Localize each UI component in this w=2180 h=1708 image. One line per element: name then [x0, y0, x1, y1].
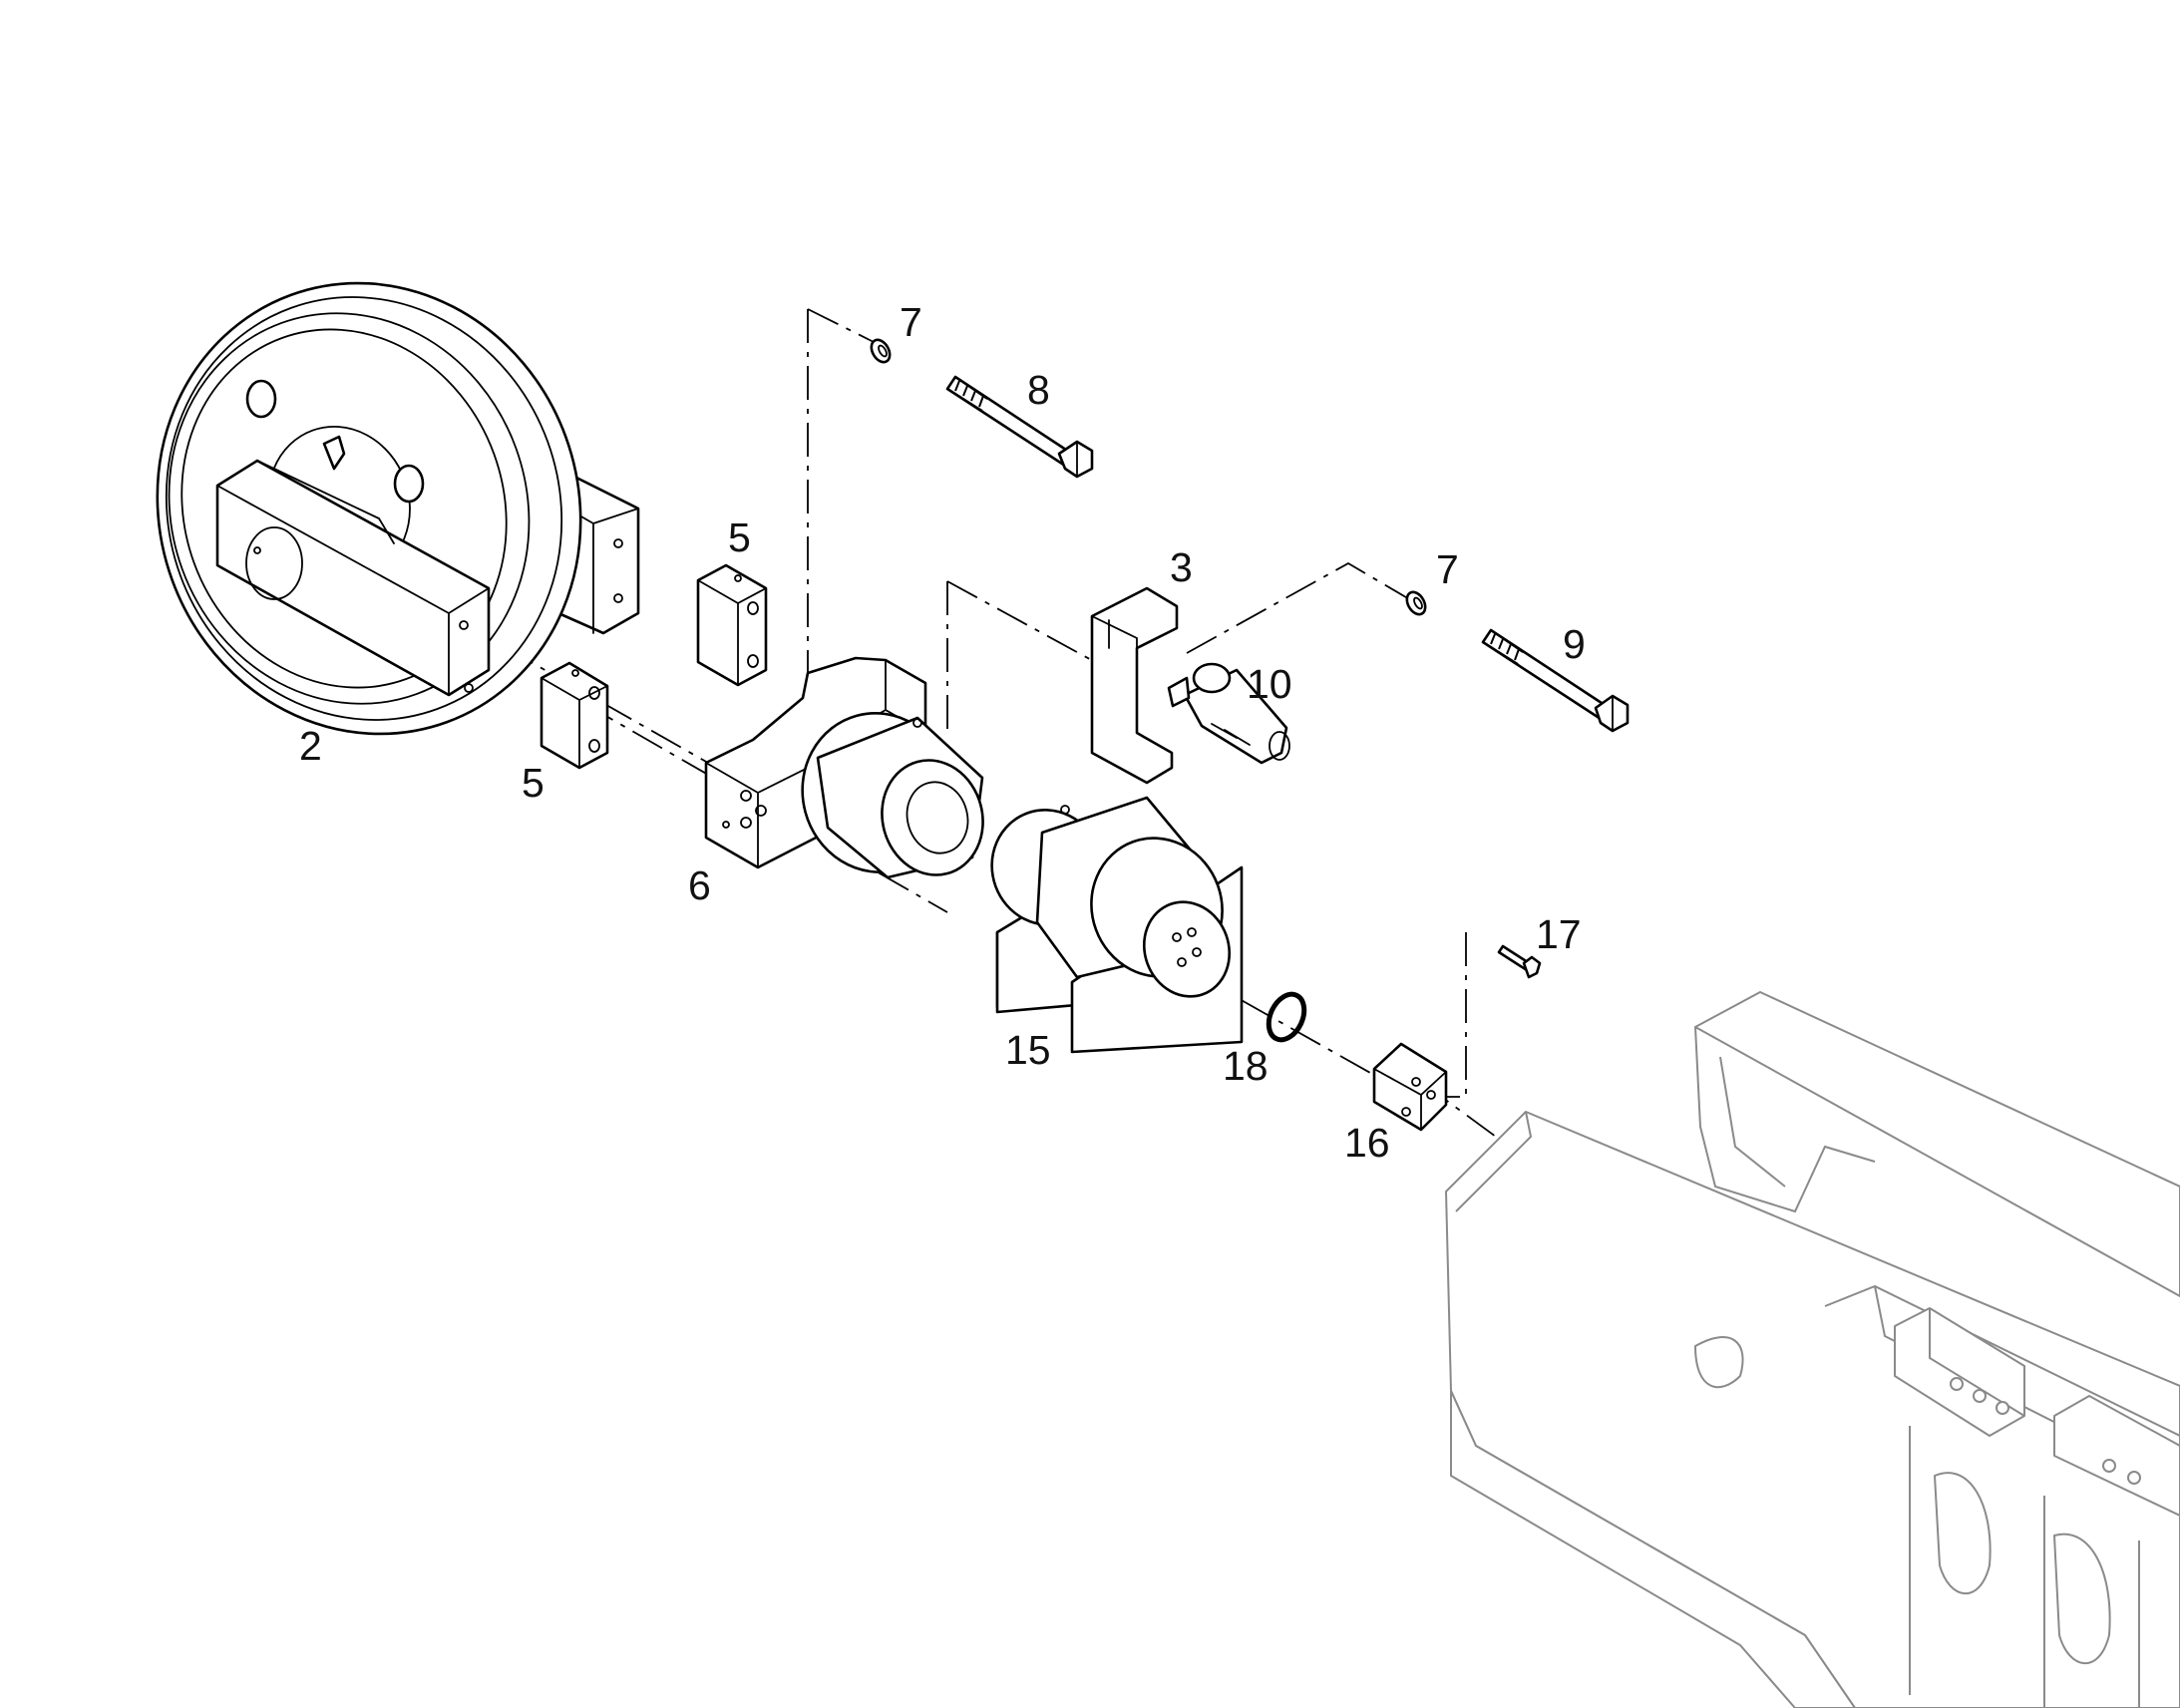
callout-18: 18	[1223, 1043, 1269, 1089]
track-frame	[1445, 991, 2180, 1708]
washer-upper	[870, 338, 892, 364]
callout-7-upper: 7	[900, 299, 922, 345]
callout-10: 10	[1247, 661, 1292, 707]
callout-6: 6	[688, 862, 711, 908]
callout-2: 2	[299, 723, 322, 769]
o-ring	[1266, 991, 1307, 1043]
callout-7-right: 7	[1436, 546, 1459, 592]
callout-8: 8	[1027, 367, 1050, 413]
callout-16: 16	[1344, 1120, 1390, 1166]
callout-5-upper: 5	[728, 514, 751, 560]
bolt-right	[1481, 628, 1630, 733]
callout-3: 3	[1170, 544, 1193, 590]
recoil-cylinder-assembly	[990, 796, 1244, 1054]
end-block	[1372, 1042, 1448, 1132]
assembly-leaders	[453, 308, 1497, 1138]
washer-right	[1405, 590, 1427, 616]
callout-15: 15	[1005, 1027, 1051, 1073]
callout-17: 17	[1536, 911, 1582, 957]
small-screw	[1497, 944, 1542, 979]
callout-5-lower: 5	[522, 760, 545, 806]
callout-9: 9	[1563, 621, 1586, 667]
u-bracket	[1090, 586, 1179, 785]
callout-labels: 2 3 5 5 6 7 7 8 9 10 15 16 17 18	[299, 299, 1586, 1166]
spacer-block-upper	[696, 563, 768, 687]
yoke-bracket	[704, 656, 984, 879]
spacer-block-lower	[540, 661, 609, 770]
idler-wheel-assembly	[156, 281, 640, 736]
grease-valve	[1167, 662, 1290, 765]
bolt-upper	[945, 375, 1094, 479]
